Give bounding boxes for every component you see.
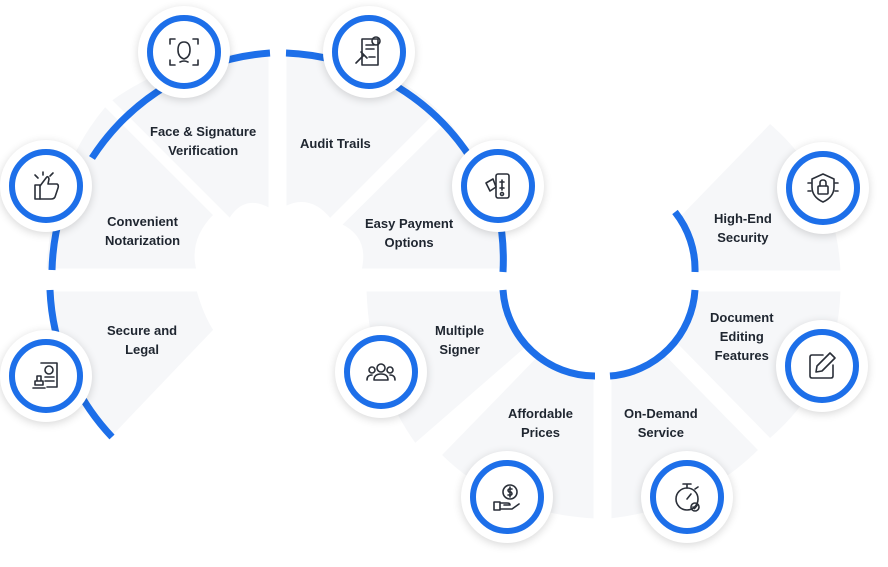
face-scan-icon xyxy=(169,38,199,66)
segment-notary xyxy=(43,102,218,272)
badge-legal xyxy=(0,330,92,422)
badge-signer xyxy=(335,326,427,418)
thumbs-up-icon xyxy=(34,171,60,200)
group-users-icon xyxy=(366,363,396,381)
payment-phone-icon xyxy=(485,173,510,199)
badge-ondemand xyxy=(641,451,733,543)
arc-inner-top-right xyxy=(672,209,699,273)
badge-prices xyxy=(461,451,553,543)
badge-payment xyxy=(452,140,544,232)
badge-notary xyxy=(0,140,92,232)
money-hand-icon xyxy=(493,484,520,511)
badge-editing xyxy=(776,320,868,412)
audit-document-icon xyxy=(355,36,381,66)
badge-audit xyxy=(323,6,415,98)
stamp-certificate-icon xyxy=(32,362,58,389)
badge-security xyxy=(777,142,869,234)
arc-inner-bottom-right xyxy=(609,289,699,380)
security-shield-icon xyxy=(807,173,839,203)
arc-inner-bottom xyxy=(499,289,596,380)
edit-pencil-icon xyxy=(809,352,836,379)
stopwatch-icon xyxy=(675,483,700,512)
badge-face xyxy=(138,6,230,98)
label-audit-trails: Audit Trails xyxy=(300,136,371,151)
